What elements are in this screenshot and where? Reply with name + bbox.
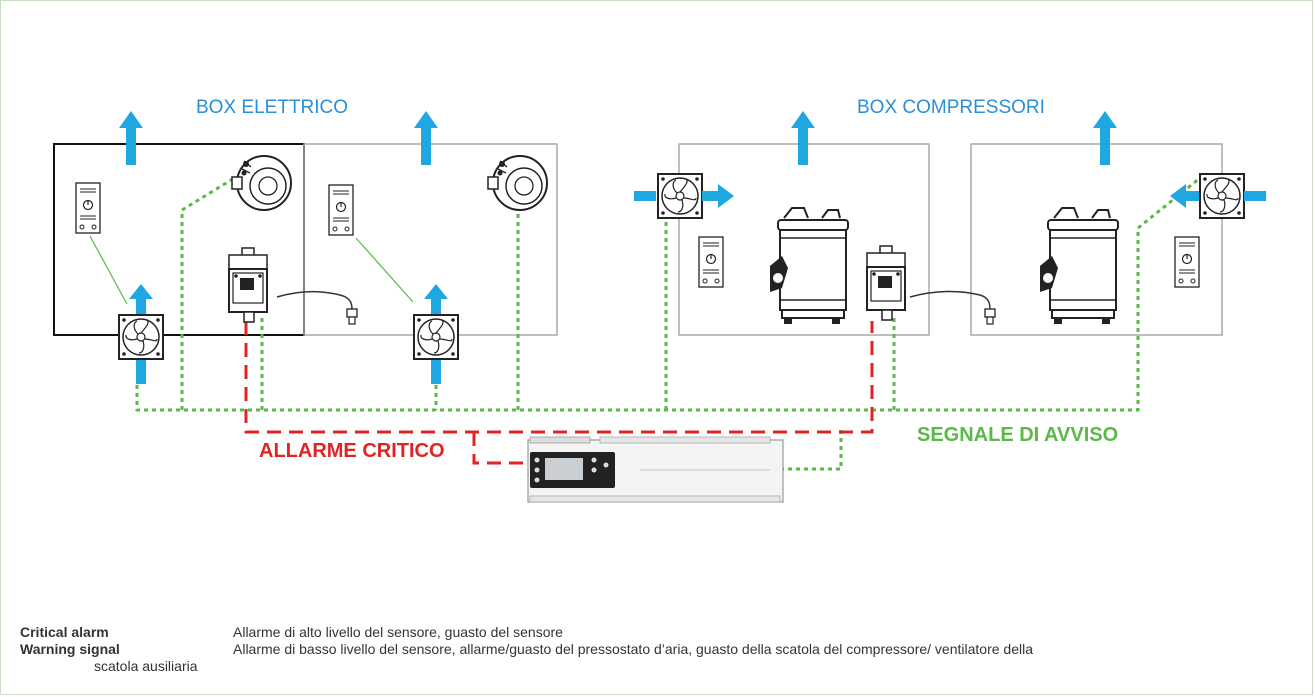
fan-icon [413, 314, 459, 360]
legend-critical-desc: Allarme di alto livello del sensore, gua… [233, 624, 563, 640]
critical-alarm-label: ALLARME CRITICO [259, 440, 445, 462]
legend-critical-term: Critical alarm [20, 624, 109, 640]
airflow-in-icon [431, 360, 441, 384]
airflow-in-icon [1244, 191, 1266, 201]
thermostat-wire [355, 237, 414, 303]
up-arrow-icon [791, 111, 815, 165]
legend: Critical alarm Allarme di alto livello d… [20, 624, 1300, 675]
electric-box-title: BOX ELETTRICO [196, 97, 349, 118]
warning-signal-label: SEGNALE DI AVVISO [917, 424, 1119, 446]
probe-icon [346, 308, 358, 325]
gas-sensor-icon [866, 245, 906, 321]
legend-warning-desc-cont: scatola ausiliaria [94, 658, 198, 674]
thermostat-icon [698, 236, 724, 288]
fan-icon [1199, 173, 1245, 219]
air-pressure-switch-icon [231, 155, 292, 211]
probe-cable [276, 290, 353, 311]
legend-warning-desc: Allarme di basso livello del sensore, al… [233, 641, 1033, 657]
up-arrow-icon [129, 284, 153, 314]
fan-icon [657, 173, 703, 219]
compressor-icon [769, 207, 849, 325]
probe-icon [984, 308, 996, 325]
airflow-in-icon [634, 191, 656, 201]
up-arrow-icon [119, 111, 143, 165]
airflow-in-icon [136, 360, 146, 384]
legend-critical: Critical alarm Allarme di alto livello d… [20, 624, 1300, 641]
compressor-icon [1039, 207, 1119, 325]
compressor-box-2 [970, 143, 1223, 336]
right-arrow-icon [702, 184, 734, 208]
gas-sensor-icon [228, 247, 268, 323]
thermostat-icon [1174, 236, 1200, 288]
fan-icon [118, 314, 164, 360]
legend-warning: Warning signal Allarme di basso livello … [20, 641, 1300, 675]
air-pressure-switch-icon [487, 155, 548, 211]
critical-alarm-lines [244, 321, 874, 465]
up-arrow-icon [424, 284, 448, 314]
up-arrow-icon [414, 111, 438, 165]
thermostat-icon [75, 182, 101, 234]
thermostat-wire [89, 235, 128, 305]
thermostat-icon [328, 184, 354, 236]
legend-warning-term: Warning signal [20, 641, 120, 657]
compressor-box-title: BOX COMPRESSORI [857, 97, 1045, 118]
left-arrow-icon [1170, 184, 1202, 208]
system-diagram [53, 111, 1266, 503]
up-arrow-icon [1093, 111, 1117, 165]
controller-icon [527, 436, 784, 503]
probe-cable [909, 290, 991, 311]
